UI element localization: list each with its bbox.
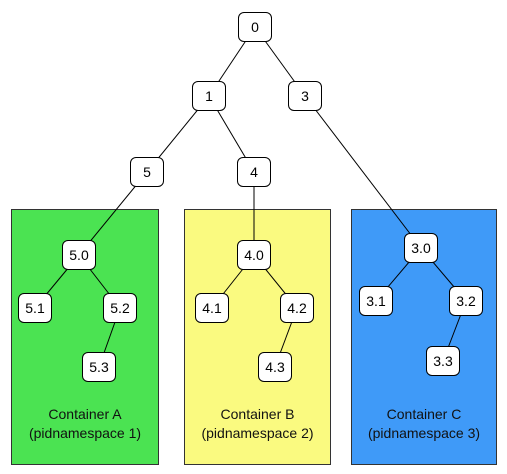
process-node-4[interactable]: 4: [237, 157, 271, 187]
container-c-label: Container C (pidnamespace 3): [352, 405, 496, 443]
process-node-3-3[interactable]: 3.3: [426, 346, 460, 376]
container-b-namespace: (pidnamespace 2): [201, 425, 314, 441]
process-node-4-0[interactable]: 4.0: [237, 240, 271, 270]
process-node-3-2[interactable]: 3.2: [449, 286, 483, 316]
process-node-5-1[interactable]: 5.1: [18, 293, 52, 323]
container-a-name: Container A: [48, 406, 122, 422]
process-node-5-3[interactable]: 5.3: [82, 352, 116, 382]
process-node-5-2[interactable]: 5.2: [103, 293, 137, 323]
container-a-namespace: (pidnamespace 1): [28, 425, 142, 441]
container-a-label: Container A (pidnamespace 1): [12, 405, 158, 443]
process-node-4-3[interactable]: 4.3: [258, 352, 292, 382]
process-node-3[interactable]: 3: [288, 81, 322, 111]
process-node-5[interactable]: 5: [130, 157, 164, 187]
process-node-3-0[interactable]: 3.0: [404, 233, 438, 263]
process-node-1[interactable]: 1: [192, 81, 226, 111]
process-node-0[interactable]: 0: [238, 12, 272, 42]
process-node-4-2[interactable]: 4.2: [280, 293, 314, 323]
container-b-name: Container B: [220, 406, 295, 422]
process-node-3-1[interactable]: 3.1: [359, 286, 393, 316]
edge-n3-n3_0: [304, 95, 422, 249]
process-node-5-0[interactable]: 5.0: [62, 240, 96, 270]
container-c-name: Container C: [386, 406, 462, 422]
process-node-4-1[interactable]: 4.1: [195, 293, 229, 323]
container-b-label: Container B (pidnamespace 2): [185, 405, 330, 443]
container-c-namespace: (pidnamespace 3): [367, 425, 481, 441]
